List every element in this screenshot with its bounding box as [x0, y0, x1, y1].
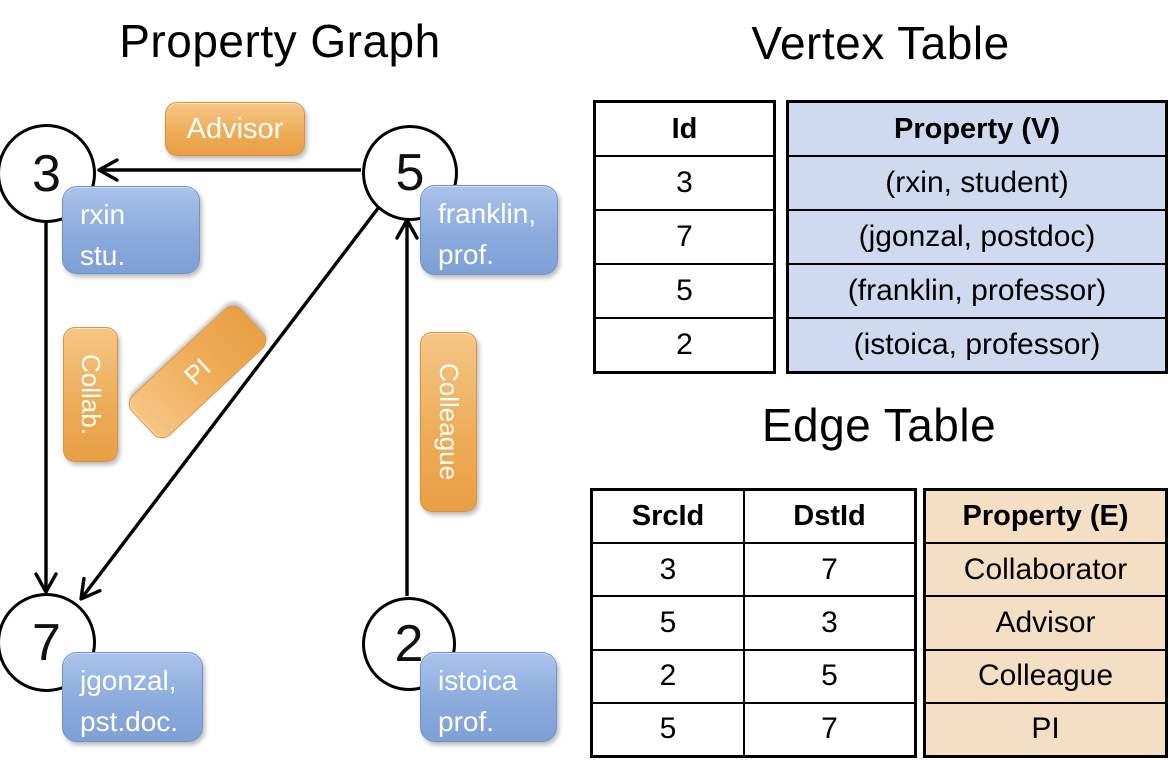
- vertex-table-id-header: Id: [596, 103, 773, 155]
- edge-pi-line: [79, 205, 381, 601]
- edge-label-pi-text: PI: [177, 352, 217, 391]
- vertex-box-franklin: franklin, prof.: [420, 185, 558, 275]
- node-2-id: 2: [394, 615, 424, 673]
- node-3-id: 3: [32, 144, 61, 203]
- edge-table-srcid-cell: 3: [593, 544, 743, 596]
- vertex-box-istoica-line2: prof.: [438, 705, 495, 737]
- edge-table-property-cell: Advisor: [926, 597, 1165, 649]
- node-5-id: 5: [395, 144, 425, 202]
- vertex-table-id-cell: 3: [596, 157, 773, 209]
- property-graph-title: Property Graph: [119, 15, 441, 67]
- edge-table-dstid-cell: 7: [745, 544, 914, 596]
- vertex-table-id-cell: 5: [596, 265, 773, 317]
- vertex-table-property-header: Property (V): [789, 103, 1165, 155]
- vertex-box-franklin-line2: prof.: [438, 238, 495, 270]
- vertex-table-property-cell: (franklin, professor): [789, 265, 1165, 317]
- edge-table-dstid-header: DstId: [745, 491, 914, 543]
- vertex-box-jgonzal-line1: jgonzal,: [80, 665, 177, 696]
- vertex-table-property-cell: (rxin, student): [789, 157, 1165, 209]
- edge-label-colleague-text: Colleague: [434, 363, 464, 481]
- vertex-box-istoica-line1: istoica: [438, 665, 518, 696]
- edge-label-advisor: Advisor: [165, 102, 305, 156]
- graph-edges-layer: [34, 158, 419, 601]
- vertex-box-jgonzal: jgonzal, pst.doc.: [62, 652, 203, 742]
- vertex-box-istoica: istoica prof.: [420, 652, 557, 742]
- edge-table-srcid-cell: 5: [593, 597, 743, 649]
- vertex-box-franklin-line1: franklin,: [438, 198, 537, 229]
- vertex-table-id-cell: 2: [596, 319, 773, 371]
- vertex-table-id-cell: 7: [596, 211, 773, 263]
- vertex-box-rxin-line1: rxin: [80, 199, 126, 230]
- edge-label-collab: Collab.: [63, 327, 118, 462]
- vertex-box-rxin: rxin stu.: [62, 186, 200, 274]
- edge-table-srcid-header: SrcId: [593, 491, 743, 543]
- edge-table-dstid-cell: 7: [745, 703, 914, 755]
- edge-table-title: Edge Table: [761, 399, 997, 451]
- edge-table-dstid-cell: 3: [745, 597, 914, 649]
- edge-label-collab-text: Collab.: [76, 354, 106, 435]
- edge-table-property-header: Property (E): [926, 491, 1165, 543]
- edge-label-advisor-text: Advisor: [186, 112, 284, 145]
- edge-label-colleague: Colleague: [420, 332, 477, 512]
- vertex-table-property-cell: (istoica, professor): [789, 319, 1165, 371]
- edge-table-srcid-cell: 5: [593, 703, 743, 755]
- vertex-table-property-column: Property (V) (rxin, student) (jgonzal, p…: [786, 100, 1168, 374]
- vertex-table-id-column: Id 3 7 5 2: [593, 100, 776, 374]
- vertex-box-jgonzal-line2: pst.doc.: [80, 705, 179, 737]
- vertex-box-rxin-line2: stu.: [80, 239, 126, 271]
- edge-table-property-column: Property (E) Collaborator Advisor Collea…: [923, 488, 1168, 758]
- edge-table-srcid-cell: 2: [593, 650, 743, 702]
- vertex-table-property-cell: (jgonzal, postdoc): [789, 211, 1165, 263]
- edge-table-id-columns: SrcId DstId 3 7 5 3 2 5 5 7: [590, 488, 917, 758]
- edge-table-property-cell: PI: [926, 703, 1165, 755]
- node-7-id: 7: [32, 613, 61, 672]
- edge-table-property-cell: Colleague: [926, 650, 1165, 702]
- edge-table-property-cell: Collaborator: [926, 544, 1165, 596]
- edge-table-dstid-cell: 5: [745, 650, 914, 702]
- vertex-table-title: Vertex Table: [751, 17, 1010, 69]
